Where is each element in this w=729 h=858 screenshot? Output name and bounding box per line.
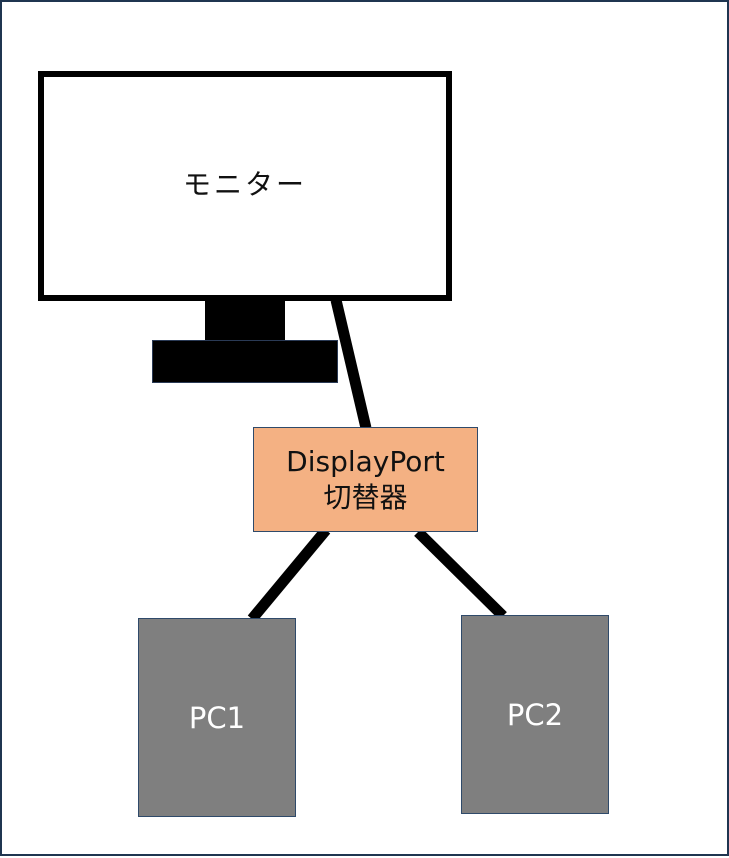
monitor-stand-neck [205, 299, 285, 343]
monitor-stand-base [152, 340, 338, 383]
cable-switcher-to-pc2 [414, 528, 507, 620]
pc1-box: PC1 [138, 618, 296, 817]
monitor-screen: モニター [38, 71, 452, 301]
pc2-label: PC2 [506, 697, 564, 732]
monitor-label: モニター [182, 168, 307, 201]
switcher-label-line1: DisplayPort [286, 444, 445, 478]
displayport-switcher-box: DisplayPort 切替器 [253, 427, 478, 532]
cable-monitor-to-switcher [330, 298, 372, 430]
switcher-label-line2: 切替器 [323, 480, 408, 514]
pc1-label: PC1 [188, 700, 246, 735]
cable-switcher-to-pc1 [247, 526, 331, 623]
pc2-box: PC2 [461, 615, 609, 814]
